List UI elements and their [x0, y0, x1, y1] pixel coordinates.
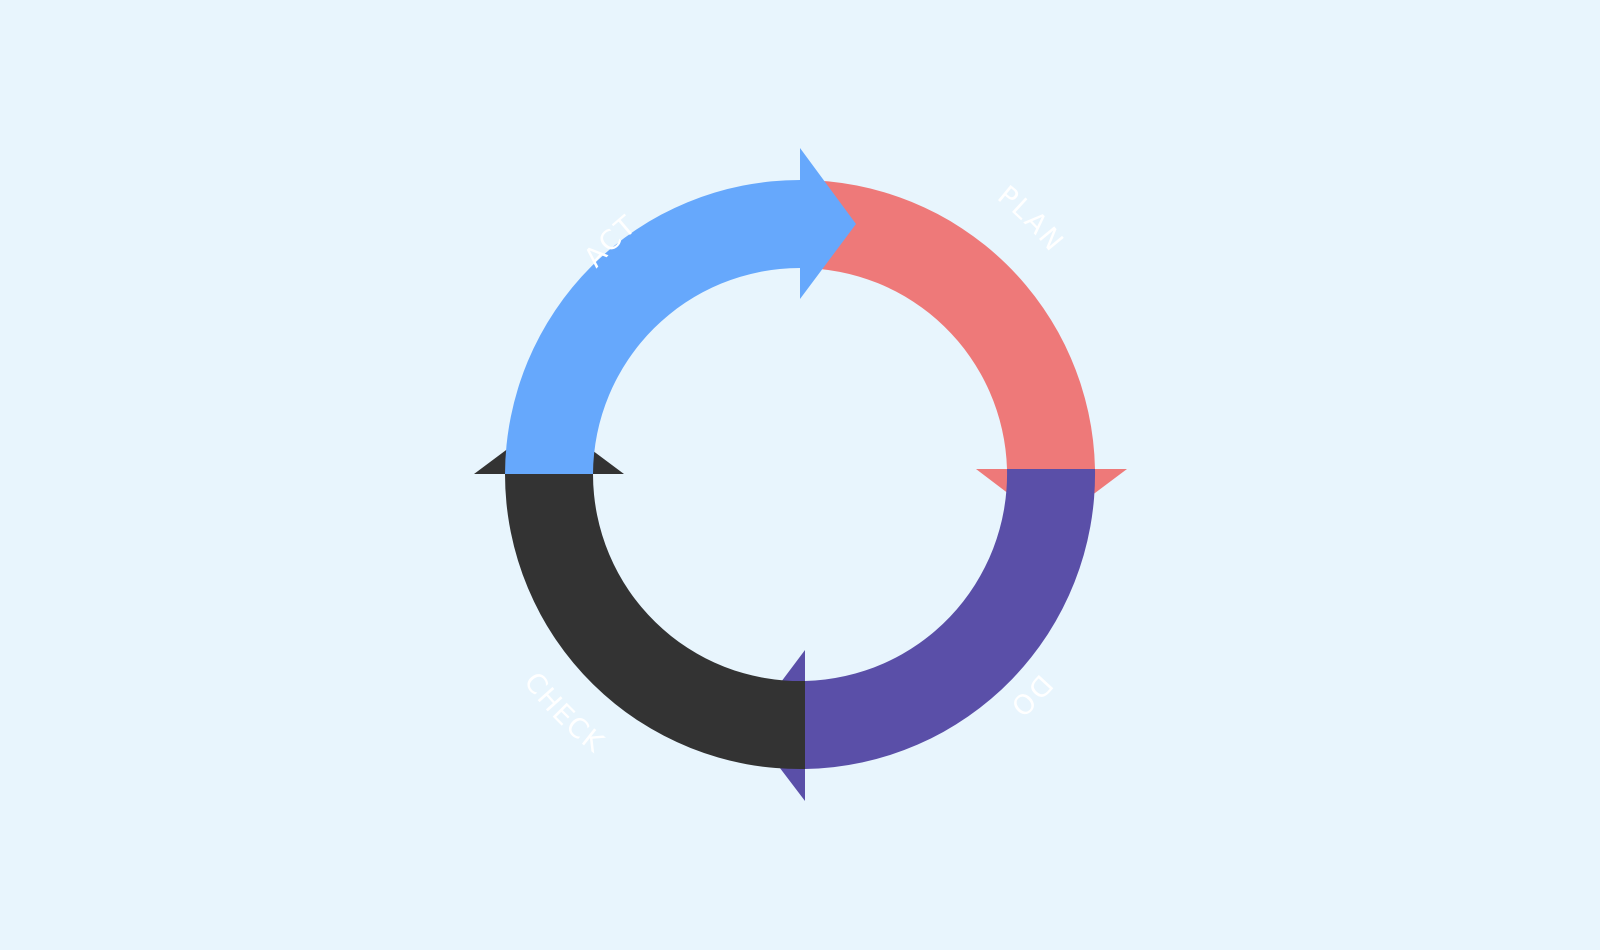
plan-arrow [800, 179, 1127, 526]
check-arrow [474, 418, 805, 770]
act-arrow [505, 148, 856, 474]
cycle-arrows [474, 148, 1127, 801]
do-arrow [748, 469, 1096, 801]
